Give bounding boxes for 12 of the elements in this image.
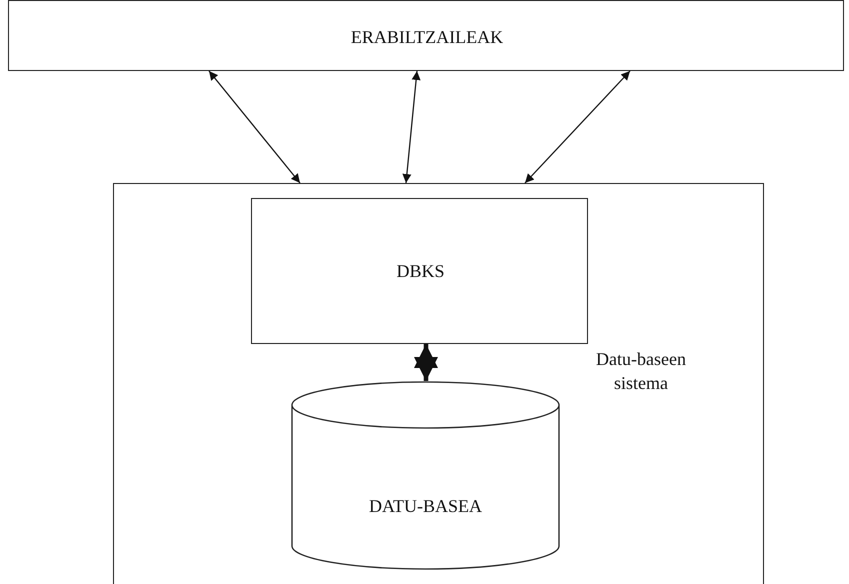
node-label: DATU-BASEA xyxy=(368,495,483,518)
double-arrow xyxy=(524,70,630,184)
actor-band xyxy=(8,0,844,71)
process-box xyxy=(251,198,588,344)
double-arrow xyxy=(208,70,300,184)
node-label: ERABILTZAILEAK xyxy=(350,26,504,49)
node-label: Datu-baseen sistema xyxy=(595,348,687,396)
database-cylinder xyxy=(291,381,560,571)
double-arrow xyxy=(414,344,438,381)
node-label: DBKS xyxy=(395,260,446,283)
double-arrow xyxy=(402,70,421,184)
system-frame xyxy=(113,183,764,584)
